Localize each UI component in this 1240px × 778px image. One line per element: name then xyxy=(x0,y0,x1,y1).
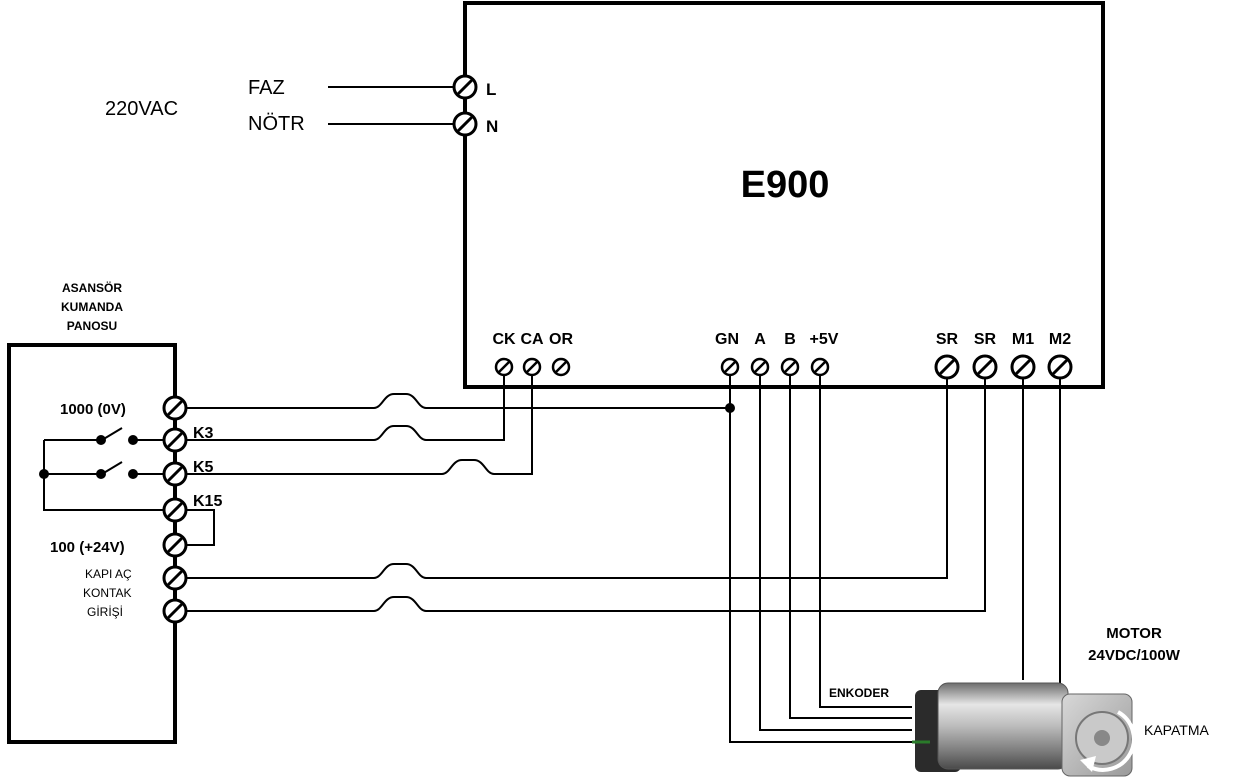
wire-k3 xyxy=(186,375,505,441)
wire-enc-a xyxy=(759,375,912,731)
terminal-ca-label: CA xyxy=(520,331,544,348)
terminal-k15-label: K15 xyxy=(193,493,222,510)
terminal-ck-label: CK xyxy=(492,331,516,348)
k15-jumper xyxy=(186,509,215,546)
terminal-k5-icon xyxy=(162,461,188,487)
door-input-line2: KONTAK xyxy=(83,586,131,600)
wire-enc-b xyxy=(789,375,912,719)
motor-title: MOTOR xyxy=(1106,625,1162,642)
door-input-line3: GİRİŞİ xyxy=(87,605,123,619)
terminal-ck-icon xyxy=(494,357,514,377)
terminal-1000-label: 1000 (0V) xyxy=(60,401,126,418)
terminal-l-icon xyxy=(452,74,478,100)
terminal-m2-label: M2 xyxy=(1049,331,1071,348)
neutral-label: NÖTR xyxy=(248,113,305,135)
wire-enc-gn xyxy=(729,408,912,743)
terminal-k15-icon xyxy=(162,497,188,523)
terminal-sr2-icon xyxy=(972,354,998,380)
terminal-1000-icon xyxy=(162,395,188,421)
phase-label: FAZ xyxy=(248,77,285,99)
controller-box xyxy=(463,1,1105,389)
wire-enc-5v xyxy=(819,375,912,708)
wire-0v xyxy=(186,375,735,413)
panel-title-line2: KUMANDA xyxy=(61,300,123,314)
terminal-sr1-icon xyxy=(934,354,960,380)
terminal-k3-icon xyxy=(162,427,188,453)
terminal-n-label: N xyxy=(486,117,498,136)
terminal-l-label: L xyxy=(486,80,496,99)
terminal-m1-icon xyxy=(1010,354,1036,380)
direction-label: KAPATMA xyxy=(1144,722,1209,738)
terminal-100-icon xyxy=(162,532,188,558)
panel-title-line3: PANOSU xyxy=(67,319,117,333)
terminal-door-2-icon xyxy=(162,598,188,624)
terminal-b-label: B xyxy=(784,331,796,348)
terminal-sr1-label: SR xyxy=(936,331,959,348)
terminal-b-icon xyxy=(780,357,800,377)
terminal-100-label: 100 (+24V) xyxy=(50,539,125,556)
terminal-or-icon xyxy=(551,357,571,377)
wire-k5 xyxy=(186,375,533,475)
terminal-k5-label: K5 xyxy=(193,459,214,476)
supply-voltage-label: 220VAC xyxy=(105,98,178,120)
terminal-gn-label: GN xyxy=(715,331,739,348)
terminal-k3-label: K3 xyxy=(193,425,214,442)
wire-door-1 xyxy=(186,378,948,579)
motor-icon xyxy=(912,682,1136,777)
terminal-5v-icon xyxy=(810,357,830,377)
terminal-m2-icon xyxy=(1047,354,1073,380)
terminal-or-label: OR xyxy=(549,331,573,348)
terminal-a-icon xyxy=(750,357,770,377)
terminal-door-1-icon xyxy=(162,565,188,591)
terminal-n-icon xyxy=(452,111,478,137)
terminal-m1-label: M1 xyxy=(1012,331,1034,348)
controller-title: E900 xyxy=(741,164,830,206)
panel-title-line1: ASANSÖR xyxy=(62,280,122,295)
wire-door-2 xyxy=(186,378,986,612)
door-input-line1: KAPI AÇ xyxy=(85,567,132,581)
motor-rating: 24VDC/100W xyxy=(1088,647,1181,664)
terminal-a-label: A xyxy=(754,331,766,348)
terminal-5v-label: +5V xyxy=(810,331,839,348)
encoder-label: ENKODER xyxy=(829,686,889,700)
terminal-ca-icon xyxy=(522,357,542,377)
switch-wiring xyxy=(39,427,215,546)
terminal-sr2-label: SR xyxy=(974,331,997,348)
terminal-gn-icon xyxy=(720,357,740,377)
